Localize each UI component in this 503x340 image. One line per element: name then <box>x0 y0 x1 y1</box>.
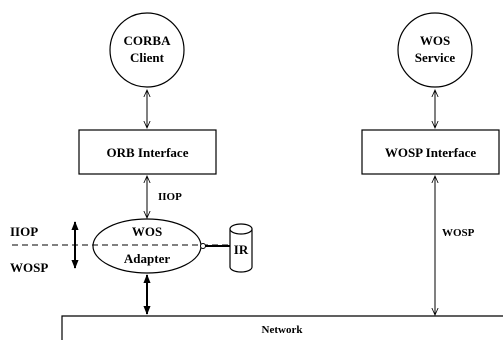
wos-adapter-label-2: Adapter <box>124 251 170 266</box>
wos-service-label-1: WOS <box>420 33 450 48</box>
boundary-upper-label: IIOP <box>10 224 38 239</box>
network-bar: Network <box>61 315 503 340</box>
iiop-link-label: IIOP <box>158 191 182 203</box>
orb-interface-label: ORB Interface <box>107 145 189 160</box>
orb-interface-box: ORB Interface <box>78 129 217 175</box>
wosp-link-label: WOSP <box>442 227 475 239</box>
wosp-interface-label: WOSP Interface <box>385 145 477 160</box>
wos-service-node: WOS Service <box>397 12 473 88</box>
wos-service-label-2: Service <box>415 50 456 65</box>
wos-adapter-label-1: WOS <box>132 224 162 239</box>
network-label: Network <box>262 324 304 336</box>
corba-client-label-1: CORBA <box>124 33 172 48</box>
wosp-interface-box: WOSP Interface <box>361 129 500 175</box>
ir-repository: IR <box>229 223 253 273</box>
ir-label: IR <box>234 242 249 257</box>
connector-port <box>200 243 206 249</box>
wos-adapter-node: WOS Adapter <box>92 218 202 274</box>
boundary-lower-label: WOSP <box>10 260 48 275</box>
corba-client-label-2: Client <box>130 50 165 65</box>
corba-client-node: CORBA Client <box>109 12 185 88</box>
